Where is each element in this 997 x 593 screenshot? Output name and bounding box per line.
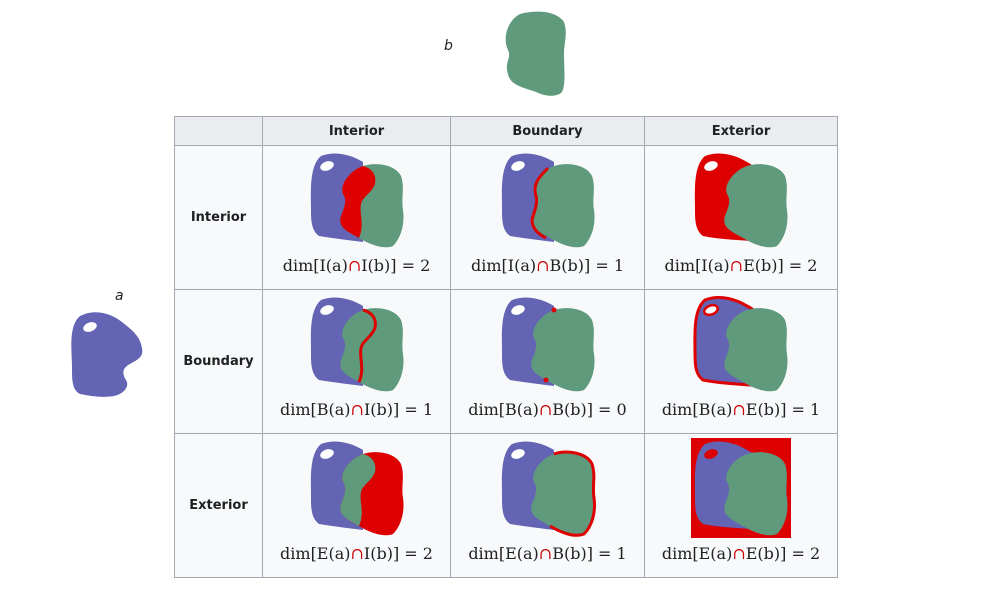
cell-exterior-exterior: dim[E(a)∩E(b)] = 2 — [644, 433, 838, 578]
cell-boundary-boundary: dim[B(a)∩B(b)] = 0 — [450, 289, 645, 434]
table-corner — [174, 116, 263, 146]
table-row-exterior: Exterior dim[E(a)∩I(b)] = 2 dim[E(a)∩B( — [174, 433, 838, 578]
row-header-interior: Interior — [174, 145, 263, 290]
formula-ib: dim[I(a)∩B(b)] = 1 — [470, 256, 624, 275]
column-header-exterior: Exterior — [644, 116, 838, 146]
diagram-bb — [501, 297, 595, 392]
formula-ee: dim[E(a)∩E(b)] = 2 — [661, 544, 821, 563]
formula-bb: dim[B(a)∩B(b)] = 0 — [468, 400, 627, 419]
diagram-ee — [691, 438, 791, 538]
diagram-eb — [501, 441, 596, 537]
table-row-boundary: Boundary dim[B(a)∩I(b)] = 1 — [174, 289, 838, 434]
formula-ei: dim[E(a)∩I(b)] = 2 — [280, 544, 433, 563]
label-a: a — [115, 288, 124, 304]
label-b: b — [444, 38, 453, 54]
shape-a-image — [71, 312, 143, 397]
diagram-ei — [310, 441, 404, 536]
shape-b-image — [505, 11, 566, 96]
row-header-exterior: Exterior — [174, 433, 263, 578]
cell-boundary-exterior: dim[B(a)∩E(b)] = 1 — [644, 289, 838, 434]
row-header-boundary: Boundary — [174, 289, 263, 434]
table-row-interior: Interior dim[I(a)∩I(b)] = 2 dim[I(a)∩B( — [174, 145, 838, 290]
diagram-ie — [694, 153, 788, 248]
de9im-matrix-table: Interior Boundary Exterior Interior dim[… — [174, 116, 838, 578]
diagram-ii — [310, 153, 404, 248]
cell-interior-interior: dim[I(a)∩I(b)] = 2 — [262, 145, 451, 290]
column-header-boundary: Boundary — [450, 116, 645, 146]
cell-interior-exterior: dim[I(a)∩E(b)] = 2 — [644, 145, 838, 290]
formula-eb: dim[E(a)∩B(b)] = 1 — [468, 544, 627, 563]
diagram-ib — [501, 153, 595, 248]
formula-ii: dim[I(a)∩I(b)] = 2 — [282, 256, 431, 275]
diagram-be — [693, 296, 788, 392]
diagram-bi — [310, 297, 404, 392]
column-header-interior: Interior — [262, 116, 451, 146]
cell-interior-boundary: dim[I(a)∩B(b)] = 1 — [450, 145, 645, 290]
cell-boundary-interior: dim[B(a)∩I(b)] = 1 — [262, 289, 451, 434]
cell-exterior-boundary: dim[E(a)∩B(b)] = 1 — [450, 433, 645, 578]
formula-be: dim[B(a)∩E(b)] = 1 — [661, 400, 821, 419]
cell-exterior-interior: dim[E(a)∩I(b)] = 2 — [262, 433, 451, 578]
formula-ie: dim[I(a)∩E(b)] = 2 — [664, 256, 818, 275]
formula-bi: dim[B(a)∩I(b)] = 1 — [279, 400, 433, 419]
